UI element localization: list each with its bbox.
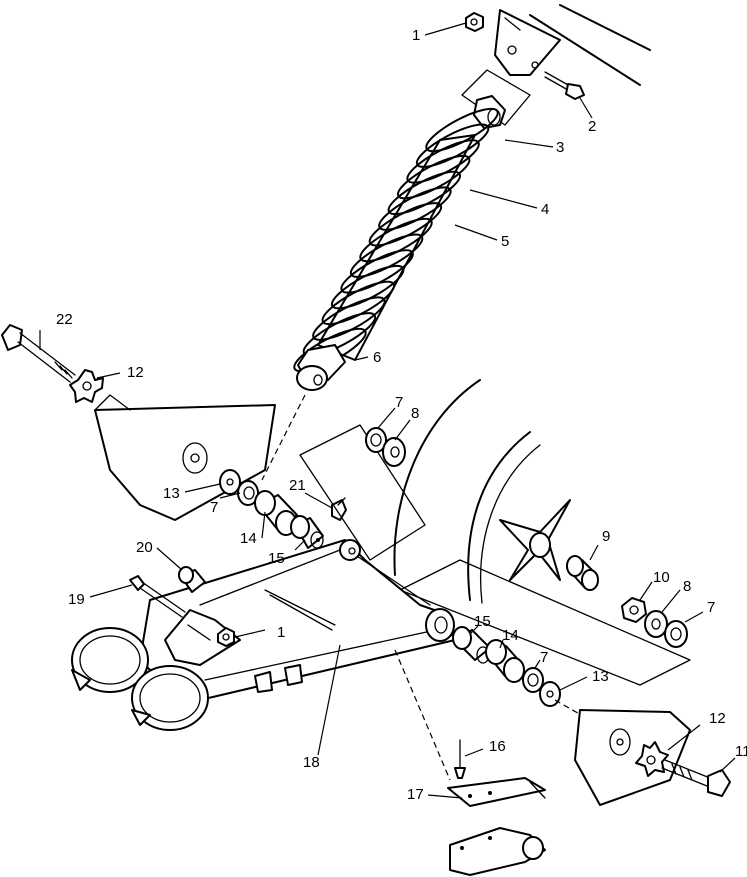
- callout-1-top: 1: [412, 27, 420, 44]
- spacer-part-9: [566, 555, 599, 591]
- left-side-plate: [94, 394, 276, 521]
- leader-lines: [39, 22, 736, 799]
- callout-10: 10: [653, 569, 670, 586]
- callout-14-left: 14: [240, 530, 257, 547]
- callout-4: 4: [541, 201, 549, 218]
- washer-part-13-right: [539, 681, 561, 707]
- bolt-part-19: [129, 575, 186, 618]
- washer-part-7-lower: [522, 667, 544, 693]
- idler-hub-star: [499, 499, 571, 581]
- nut-part-1-top: [465, 12, 484, 32]
- bolt-part-2: [544, 71, 585, 100]
- bolt-part-11: [661, 759, 731, 797]
- callout-16: 16: [489, 738, 506, 755]
- shock-absorber: [293, 95, 506, 391]
- callout-2: 2: [588, 118, 596, 135]
- upper-mount-bracket: [494, 9, 561, 76]
- callout-13-left: 13: [163, 485, 180, 502]
- washer-group-boundary-right: [399, 559, 691, 686]
- coil-spring: [293, 107, 499, 373]
- callout-7-right: 7: [707, 599, 715, 616]
- washer-part-7-upper: [365, 427, 387, 453]
- shock-bottom-eyelet: [296, 344, 346, 391]
- callout-7-lower: 7: [540, 649, 548, 666]
- wheel-outline: [393, 379, 541, 604]
- callout-9: 9: [602, 528, 610, 545]
- washer-part-8-upper: [382, 437, 406, 467]
- shock-centerline: [261, 394, 306, 481]
- washer-part-13-left: [219, 469, 241, 495]
- callout-7-left: 7: [210, 499, 218, 516]
- callout-18: 18: [303, 754, 320, 771]
- star-washer-part-12-lower: [635, 741, 669, 777]
- callout-12-upper: 12: [127, 364, 144, 381]
- bushing-part-14-right: [485, 639, 525, 683]
- bracket-part-17: [447, 777, 546, 807]
- callout-3: 3: [556, 139, 564, 156]
- grease-fitting-part-21: [331, 497, 347, 521]
- callout-17: 17: [407, 786, 424, 803]
- callout-11: 11: [735, 743, 747, 760]
- bushing-part-15-left: [290, 515, 324, 549]
- callout-22: 22: [56, 311, 73, 328]
- fastener-part-16: [454, 739, 466, 779]
- callout-5: 5: [501, 233, 509, 250]
- arm-bracket: [164, 609, 241, 666]
- lower-bracket-centerline: [394, 649, 451, 781]
- shock-top-eyelet: [473, 95, 506, 129]
- callout-13-right: 13: [592, 668, 609, 685]
- star-washer-part-12-upper: [69, 369, 104, 403]
- callout-labels: 1 2 3 4 5 6 7 8 22 12 13 7 21 14 15 20 1…: [56, 27, 747, 803]
- spacer-part-20: [178, 566, 206, 593]
- callout-21: 21: [289, 477, 306, 494]
- callout-20: 20: [136, 539, 153, 556]
- lower-mount: [449, 827, 546, 876]
- right-side-plate: [574, 709, 691, 806]
- callout-7-upper: 7: [395, 394, 403, 411]
- callout-15-right: 15: [474, 613, 491, 630]
- callout-8-right: 8: [683, 578, 691, 595]
- washer-part-8-right: [644, 610, 668, 638]
- washer-group-boundary-upper: [299, 424, 426, 561]
- callout-19: 19: [68, 591, 85, 608]
- washer-part-7-right: [664, 620, 688, 648]
- callout-6: 6: [373, 349, 381, 366]
- shaft-clamp-rings: [71, 627, 209, 731]
- bushing-part-15-right: [452, 626, 491, 664]
- callout-12-lower: 12: [709, 710, 726, 727]
- callout-1-lower: 1: [277, 624, 285, 641]
- frame-edge: [529, 4, 651, 86]
- callout-15-left: 15: [268, 550, 285, 567]
- bushing-part-14-left: [254, 490, 298, 536]
- nut-part-10: [621, 597, 647, 623]
- nut-part-1-lower: [217, 627, 235, 647]
- callout-14-right: 14: [502, 627, 519, 644]
- bolt-part-22: [1, 324, 76, 383]
- callout-8-upper: 8: [411, 405, 419, 422]
